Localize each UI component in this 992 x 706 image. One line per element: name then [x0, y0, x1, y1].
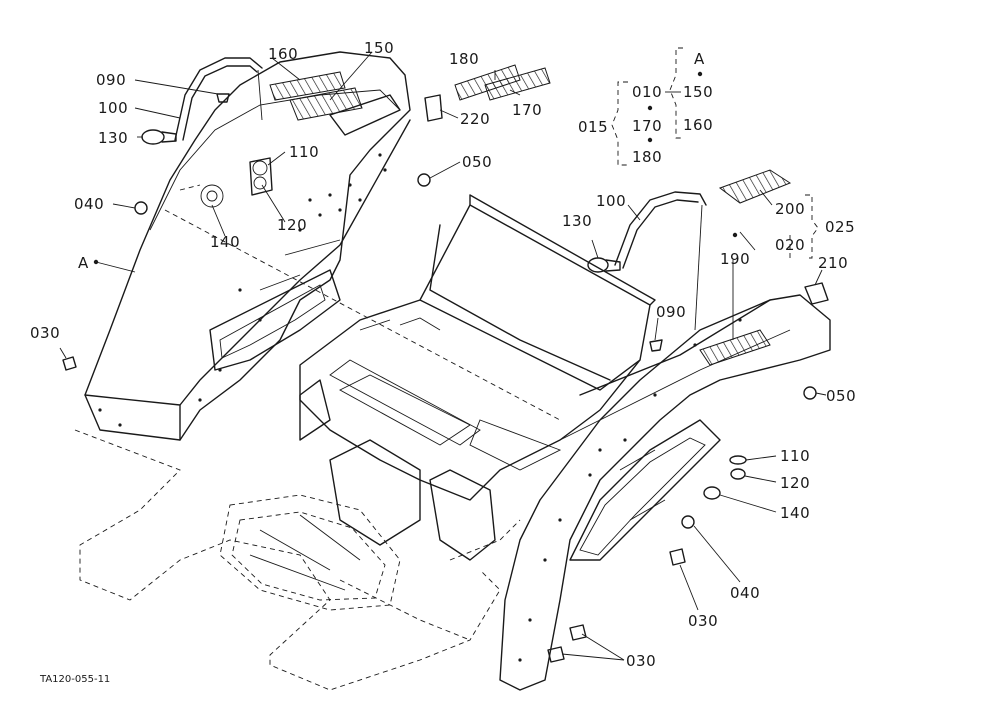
callout-025: 025	[825, 218, 855, 236]
callout-120: 120	[780, 474, 810, 492]
right-plug	[649, 339, 663, 352]
callout-200: 200	[775, 200, 805, 218]
callout-110: 110	[780, 447, 810, 465]
key-set-label: A	[694, 50, 705, 68]
right-washer-110	[729, 455, 747, 465]
left-bolt-030	[62, 356, 77, 371]
callout-labels: 090 100 130 160 150 110 120 140 040 A 03…	[30, 39, 856, 670]
left-decal-150	[289, 87, 363, 121]
right-bolt-030	[669, 548, 686, 566]
assembly-key: 015 010 170 180 A 150 160	[578, 50, 713, 166]
callout-170: 170	[512, 101, 542, 119]
callout-130: 130	[98, 129, 128, 147]
callout-100: 100	[98, 99, 128, 117]
callout-050: 050	[462, 153, 492, 171]
callout-160: 160	[268, 45, 298, 63]
right-clip-210	[804, 282, 829, 305]
callout-120: 120	[277, 216, 307, 234]
key-group-item-1: 010	[632, 83, 662, 101]
callout-140: 140	[210, 233, 240, 251]
left-plug	[216, 93, 230, 103]
leader-lines	[59, 51, 827, 661]
callout-130: 130	[562, 212, 592, 230]
callout-210: 210	[818, 254, 848, 272]
callout-150: 150	[364, 39, 394, 57]
right-nut-050	[803, 386, 817, 400]
top-clip-220	[424, 94, 443, 122]
callout-110: 110	[289, 143, 319, 161]
right-grab-handle	[614, 191, 707, 331]
right-decal-190	[699, 329, 771, 366]
callout-a: A	[78, 254, 89, 272]
callout-040: 040	[730, 584, 760, 602]
key-set-item-1: 150	[683, 83, 713, 101]
floor-platform-outline	[74, 429, 521, 691]
callout-090: 090	[656, 303, 686, 321]
right-decal-200	[718, 169, 792, 204]
assembly-key-brackets	[93, 47, 819, 265]
callout-020: 020	[775, 236, 805, 254]
callout-050: 050	[826, 387, 856, 405]
right-grommet-140	[703, 486, 721, 500]
callout-190: 190	[720, 250, 750, 268]
lower-bolt-030-b	[547, 646, 565, 663]
right-fender	[499, 294, 831, 691]
callout-030: 030	[30, 324, 60, 342]
callout-090: 090	[96, 71, 126, 89]
left-fender-rivets	[98, 153, 387, 427]
key-group-item-2: 170	[632, 117, 662, 135]
key-set-item-2: 160	[683, 116, 713, 134]
left-fender	[84, 51, 411, 441]
callout-140: 140	[780, 504, 810, 522]
callout-180: 180	[449, 50, 479, 68]
left-grab-handle	[174, 57, 263, 141]
lower-bolt-030-a	[569, 624, 587, 641]
key-group-label: 015	[578, 118, 608, 136]
key-group-item-3: 180	[632, 148, 662, 166]
callout-040: 040	[74, 195, 104, 213]
callout-030: 030	[626, 652, 656, 670]
left-decal-160	[269, 71, 346, 101]
left-nut-040	[134, 201, 148, 215]
callout-030: 030	[688, 612, 718, 630]
callout-100: 100	[596, 192, 626, 210]
left-knob	[141, 129, 177, 145]
center-floor-frame	[299, 194, 656, 561]
right-nut-040	[681, 515, 695, 529]
right-bushing-120	[730, 468, 746, 480]
drawing-code: TA120-055-11	[39, 674, 110, 685]
callout-220: 220	[460, 110, 490, 128]
left-nut-050	[417, 173, 431, 187]
right-fender-rivets	[518, 318, 742, 662]
decal-170	[484, 67, 551, 101]
